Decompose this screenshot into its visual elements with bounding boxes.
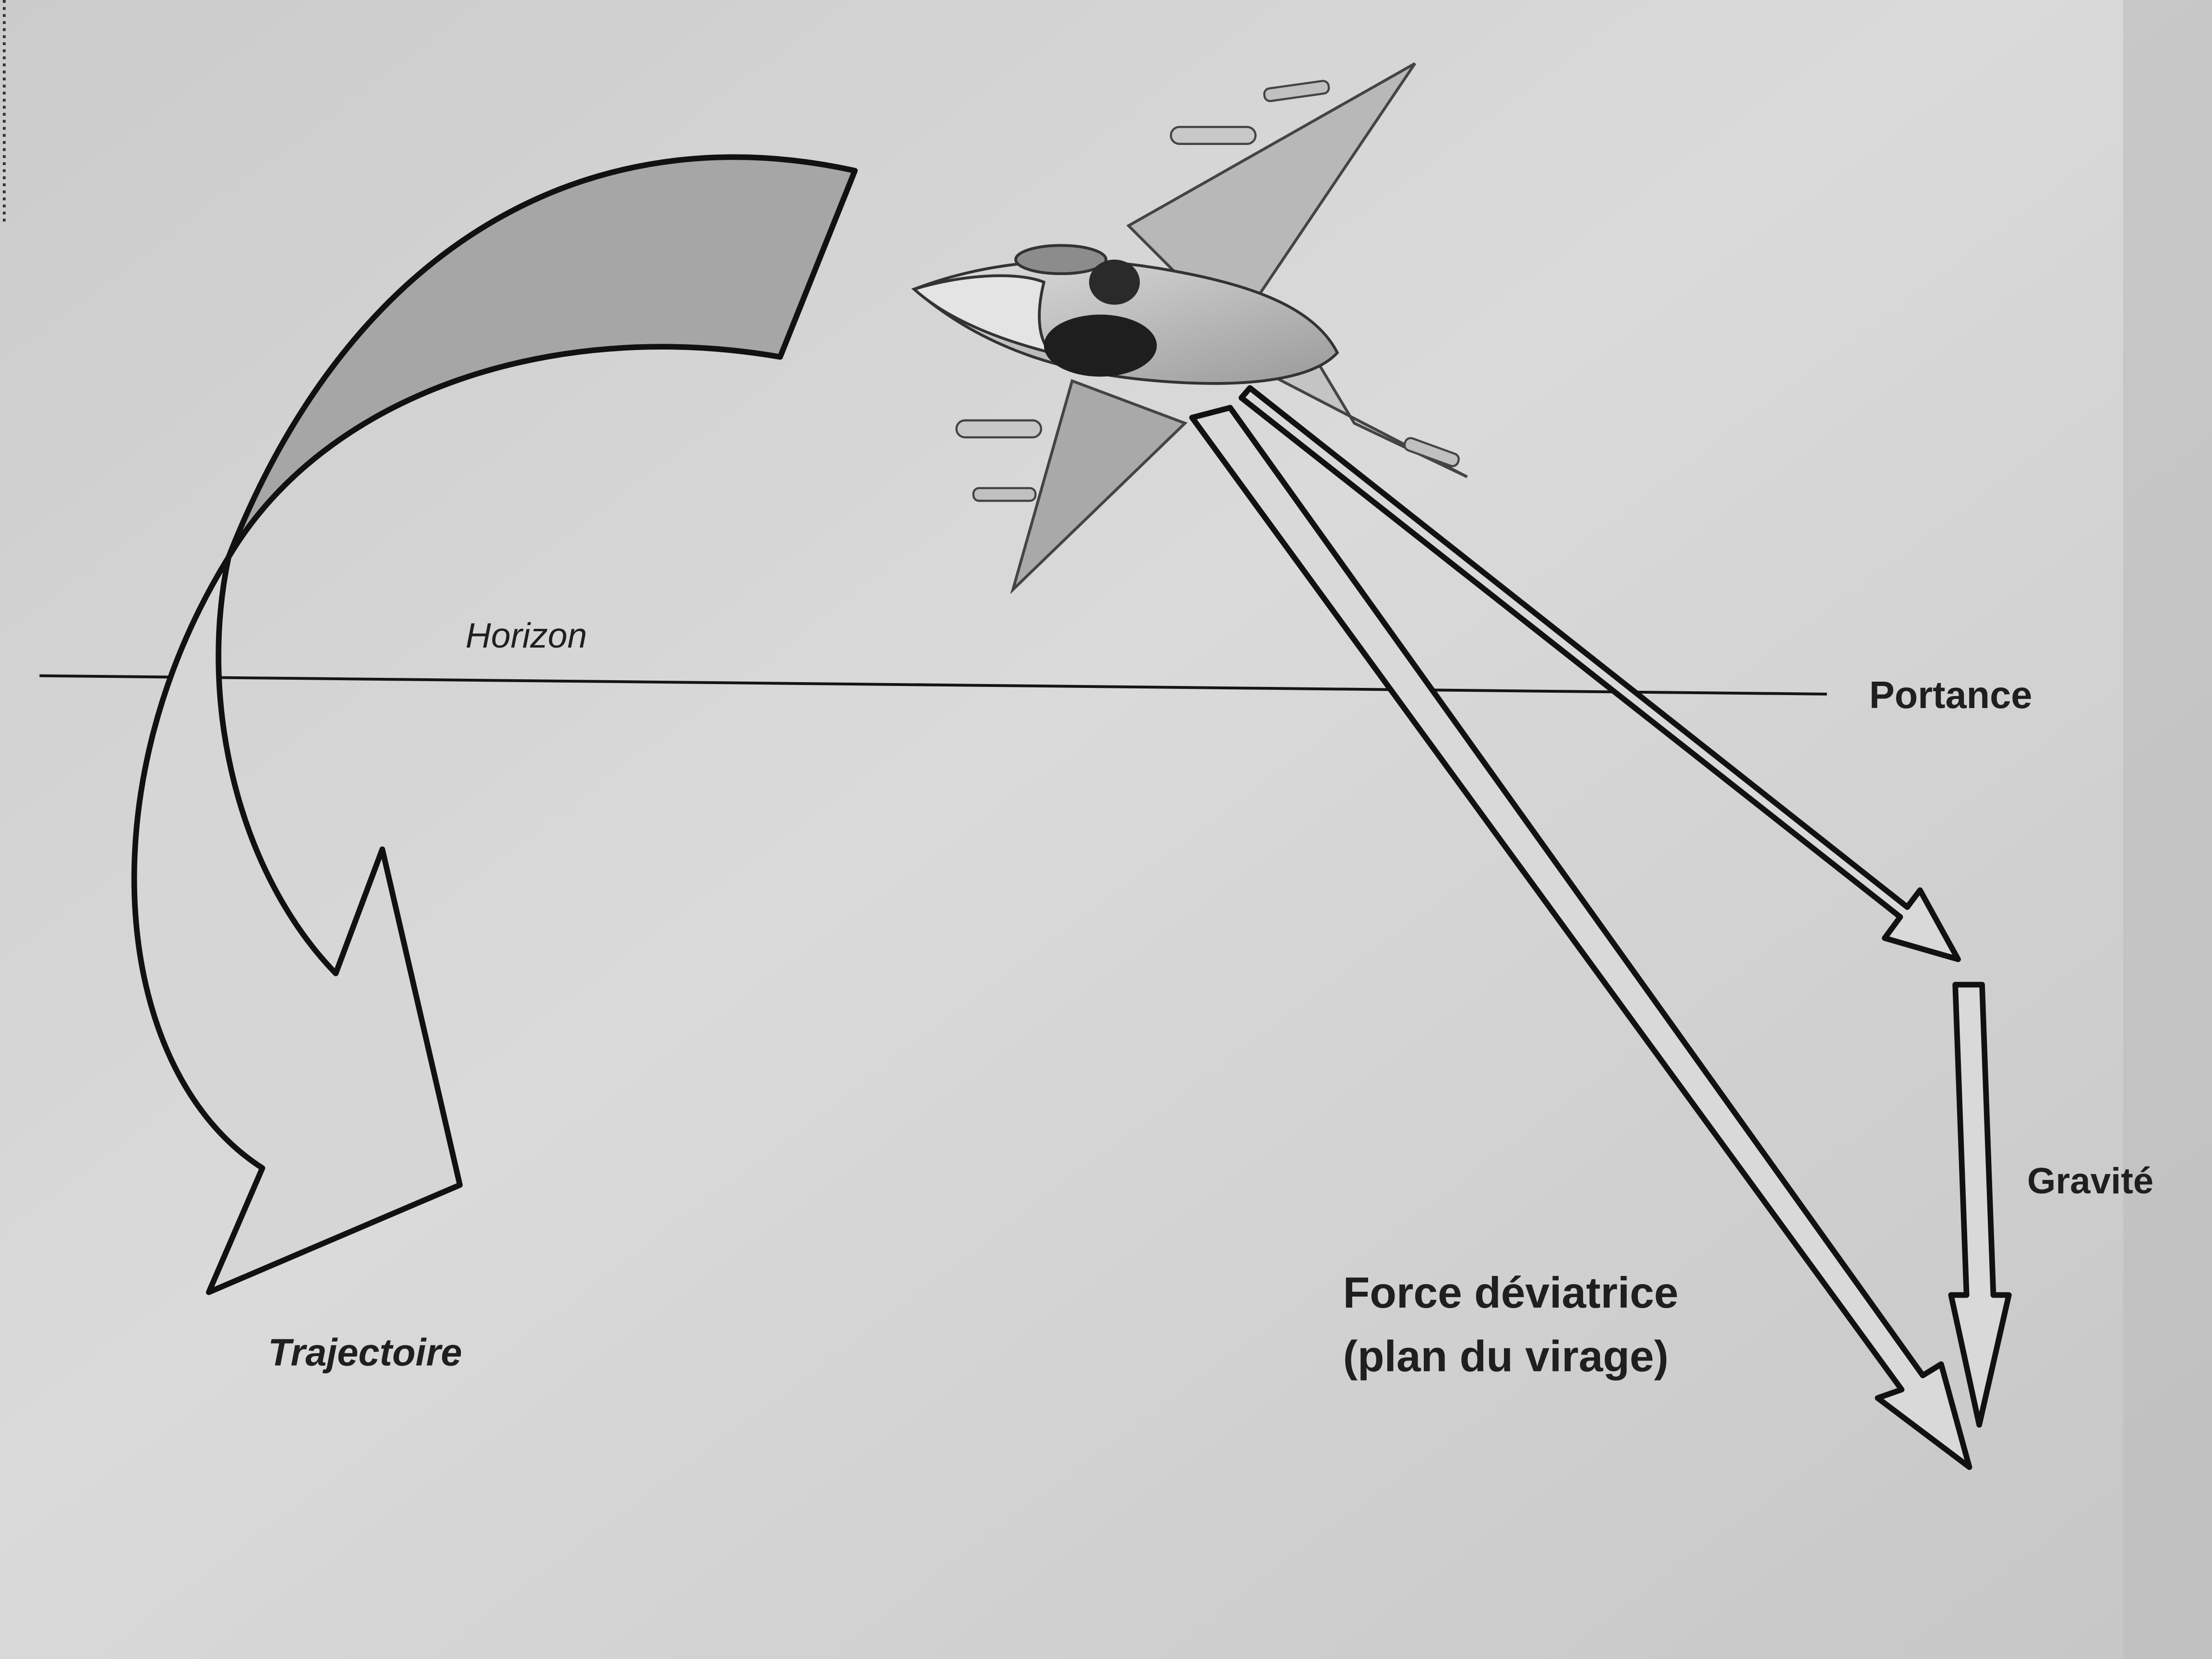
aircraft-icon xyxy=(911,62,1468,595)
gravite-label: Gravité xyxy=(2027,1161,2153,1202)
force-deviatrice-vector xyxy=(1189,405,1972,1470)
gravite-vector xyxy=(1948,982,2012,1428)
force-deviatrice-label-line2: (plan du virage) xyxy=(1343,1332,1669,1381)
horizon-label: Horizon xyxy=(466,615,587,655)
portance-label: Portance xyxy=(1869,673,2032,716)
trajectory-arrow xyxy=(131,554,463,1295)
trajectoire-label: Trajectoire xyxy=(268,1331,462,1374)
portance-vector xyxy=(1238,385,1961,962)
trajectory-band xyxy=(226,154,858,560)
page-edge-shadow xyxy=(2123,0,2212,1659)
force-deviatrice-label-line1: Force déviatrice xyxy=(1343,1269,1679,1317)
horizon-line xyxy=(39,674,1827,696)
